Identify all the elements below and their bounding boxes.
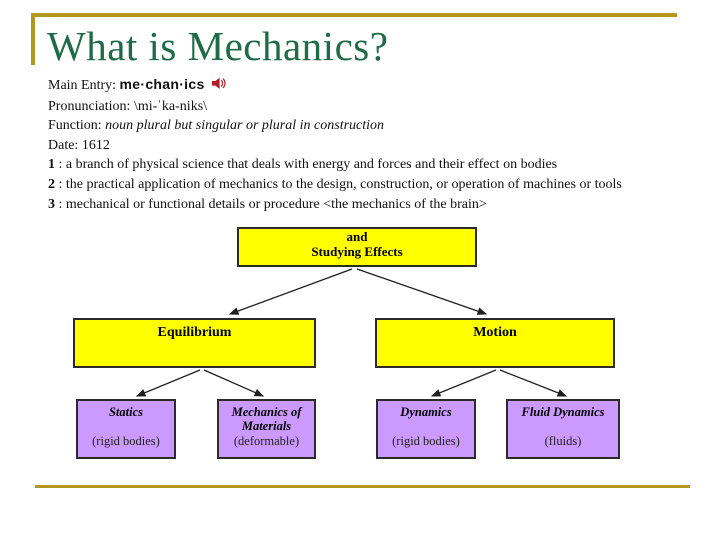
diagram-motion-box: Motion [375, 318, 615, 368]
sense-number: 3 [48, 196, 55, 212]
date-value: 1612 [81, 137, 110, 153]
main-entry-line: Main Entry: me·chan·ics [48, 75, 688, 97]
function-value: noun plural but singular or plural in co… [105, 118, 385, 134]
sense-number: 2 [48, 176, 55, 192]
dynamics-title: Dynamics [400, 405, 452, 419]
diagram-equilibrium-box: Equilibrium [73, 318, 316, 368]
sense-line: 1 : a branch of physical science that de… [48, 155, 688, 175]
function-line: Function: noun plural but singular or pl… [48, 116, 688, 136]
diagram-statics-box: Statics (rigid bodies) [76, 399, 176, 459]
sense-text: : mechanical or functional details or pr… [58, 196, 487, 212]
dynamics-subtitle: (rigid bodies) [392, 434, 460, 448]
diagram-fluid-dynamics-box: Fluid Dynamics (fluids) [506, 399, 620, 459]
main-entry-label: Main Entry: [48, 78, 117, 93]
pronunciation-label: Pronunciation: [48, 98, 131, 114]
date-line: Date: 1612 [48, 136, 688, 156]
function-label: Function: [48, 118, 102, 134]
mechanics-of-materials-title: Mechanics of Materials [231, 405, 302, 433]
equilibrium-label: Equilibrium [157, 325, 232, 340]
fluid-dynamics-subtitle: (fluids) [544, 434, 582, 448]
page-title: What is Mechanics? [47, 23, 389, 69]
pronunciation-line: Pronunciation: \mi-ˈka-niks\ [48, 97, 688, 117]
statics-subtitle: (rigid bodies) [92, 434, 160, 448]
bottom-accent-line [35, 485, 690, 488]
mechanics-of-materials-subtitle: (deformable) [233, 434, 300, 448]
root-line-1: and [346, 229, 368, 244]
motion-label: Motion [473, 325, 517, 340]
statics-title: Statics [108, 405, 144, 419]
sense-line: 2 : the practical application of mechani… [48, 175, 688, 195]
fluid-dynamics-title: Fluid Dynamics [521, 405, 605, 419]
sense-text: : the practical application of mechanics… [58, 176, 622, 192]
diagram-dynamics-box: Dynamics (rigid bodies) [376, 399, 476, 459]
speaker-icon [212, 77, 226, 97]
pronunciation-value: \mi-ˈka-niks\ [133, 98, 208, 114]
date-label: Date: [48, 137, 79, 153]
sense-text: : a branch of physical science that deal… [58, 157, 558, 173]
left-accent-bar [31, 13, 35, 65]
sense-line: 3 : mechanical or functional details or … [48, 195, 688, 215]
diagram-mechanics-of-materials-box: Mechanics of Materials (deformable) [217, 399, 316, 459]
top-accent-line [33, 13, 677, 17]
sense-number: 1 [48, 157, 55, 173]
root-line-2: Studying Effects [311, 243, 403, 259]
diagram-root-box: and Studying Effects [237, 227, 477, 267]
dictionary-entry: Main Entry: me·chan·ics Pronunciation: \… [48, 75, 688, 214]
main-entry-word: me·chan·ics [119, 76, 205, 92]
